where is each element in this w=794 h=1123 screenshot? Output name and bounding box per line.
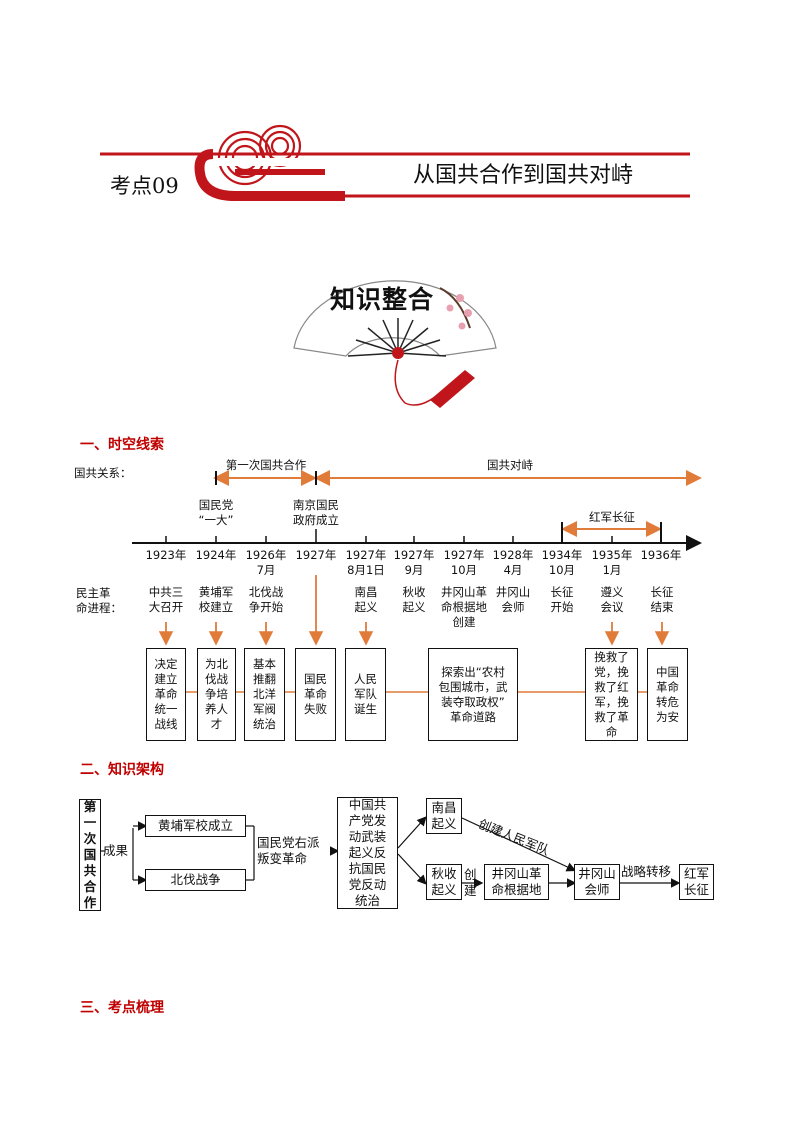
confrontation-label: 国共对峙: [487, 458, 533, 472]
year-label: 1927年 9月: [393, 548, 435, 577]
event-label: 黄埔军 校建立: [198, 585, 234, 614]
framework-root: 第 一 次 国 共 合 作: [79, 799, 101, 911]
year-label: 1927年 8月1日: [345, 548, 387, 577]
transfer-label: 战略转移: [621, 864, 672, 879]
year-label: 1936年: [640, 548, 682, 562]
nanchang-box: 南昌 起义: [426, 798, 462, 834]
long-march-box: 红军 长征: [679, 864, 714, 900]
section-title-2: 二、知识架构: [80, 762, 164, 778]
fan-illustration: [293, 280, 497, 408]
huangpu-box: 黄埔军校成立: [145, 815, 246, 837]
above-event-1: 国民党 “一大”: [198, 498, 234, 527]
armed-uprising-box: 中国共 产党发 动武装 起义反 抗国民 党反动 统治: [337, 797, 398, 909]
section-title-1: 一、时空线索: [80, 437, 164, 453]
relation-label: 国共关系：: [74, 466, 132, 480]
result-box: 人民 军队 诞生: [345, 648, 386, 741]
year-label: 1924年: [195, 548, 237, 562]
event-label: 长征 开始: [550, 585, 574, 614]
year-label: 1934年 10月: [541, 548, 583, 577]
long-march-label: 红军长征: [589, 510, 635, 524]
header-decoration: [100, 124, 690, 201]
result-box: 国民 革命 失败: [295, 648, 336, 741]
topic-label: 考点09: [110, 174, 179, 198]
result-box: 基本 推翻 北洋 军阀 统治: [244, 648, 285, 741]
cooperation-label: 第一次国共合作: [225, 458, 307, 472]
result-box: 中国 革命 转危 为安: [647, 648, 688, 741]
event-label: 遵义 会议: [600, 585, 624, 614]
result-box: 决定 建立 革命 统一 战线: [146, 648, 186, 741]
badge-title: 知识整合: [330, 285, 435, 314]
framework-lines: [99, 816, 681, 888]
event-label: 中共三 大召开: [148, 585, 184, 614]
year-label: 1928年 4月: [492, 548, 534, 577]
result-box: 为北 伐战 争培 养人 才: [197, 648, 236, 741]
beifa-box: 北伐战争: [145, 869, 246, 891]
year-label: 1923年: [145, 548, 187, 562]
year-label: 1927年: [295, 548, 337, 562]
year-label: 1935年 1月: [591, 548, 633, 577]
process-label: 民主革 命进程：: [76, 586, 122, 615]
event-label: 南昌 起义: [354, 585, 378, 614]
qiushou-box: 秋收 起义: [426, 864, 462, 900]
event-label: 井冈山革 命根据地 创建: [441, 585, 487, 629]
above-event-2: 南京国民 政府成立: [293, 498, 339, 527]
create-label: 创 建: [464, 867, 477, 898]
result-label: 成果: [103, 843, 129, 858]
year-label: 1927年 10月: [443, 548, 485, 577]
year-label: 1926年 7月: [245, 548, 287, 577]
result-box: 挽救了 党，挽 救了红 军，挽 救了革 命: [585, 648, 638, 741]
result-box: 探索出“农村 包围城市，武 装夺取政权” 革命道路: [428, 648, 518, 741]
betrayal-label: 国民党右派 叛变革命: [257, 835, 320, 866]
event-label: 长征 结束: [650, 585, 674, 614]
jgs-meet-box: 井冈山 会师: [574, 864, 620, 900]
topic-title: 从国共合作到国共对峙: [413, 163, 634, 188]
jgs-base-box: 井冈山革 命根据地: [484, 864, 549, 900]
section-title-3: 三、考点梳理: [80, 1000, 164, 1016]
event-label: 井冈山 会师: [495, 585, 531, 614]
event-label: 北伐战 争开始: [248, 585, 284, 614]
event-label: 秋收 起义: [402, 585, 426, 614]
